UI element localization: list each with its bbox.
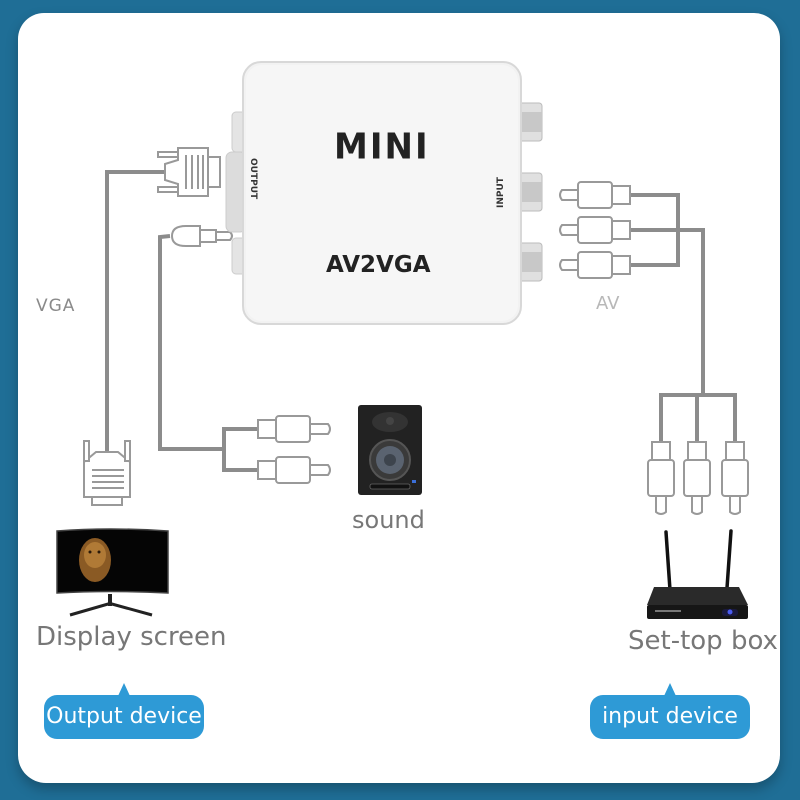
output-port-label: OUTPUT <box>248 158 258 200</box>
audio-split <box>222 427 258 472</box>
av2vga-converter <box>225 61 543 325</box>
rca-plug-icon <box>683 441 711 515</box>
display-screen-label: Display screen <box>36 622 227 652</box>
device-model-text: AV2VGA <box>326 252 431 278</box>
sound-label: sound <box>352 506 425 534</box>
av-cable-split <box>630 193 705 395</box>
rca-plug-icon <box>559 181 631 209</box>
cables <box>105 170 737 472</box>
rca-plug-icon <box>559 251 631 279</box>
rca-plug-icon <box>257 456 331 484</box>
vga-label: VGA <box>36 296 76 316</box>
output-device-badge: Output device <box>44 683 204 739</box>
input-port-label: INPUT <box>496 177 506 208</box>
audio-cable <box>158 234 224 451</box>
set-top-box-label: Set-top box <box>628 626 778 656</box>
rca-plug-icon <box>559 216 631 244</box>
rca-plug-icon <box>721 441 749 515</box>
vga-plug-icon <box>83 440 131 506</box>
3.5mm-jack-icon <box>170 225 233 247</box>
speaker-icon <box>358 405 422 495</box>
rca-plug-icon <box>257 415 331 443</box>
vga-cable <box>105 170 165 452</box>
av-label: AV <box>596 293 620 314</box>
vga-plug-icon <box>157 147 221 197</box>
set-top-box-icon <box>647 529 748 619</box>
input-device-badge: input device <box>590 683 750 739</box>
rca-plug-icon <box>647 441 675 515</box>
monitor-icon <box>56 528 169 617</box>
device-brand-text: MINI <box>334 126 430 168</box>
av-cable-bottom-split <box>659 393 737 442</box>
